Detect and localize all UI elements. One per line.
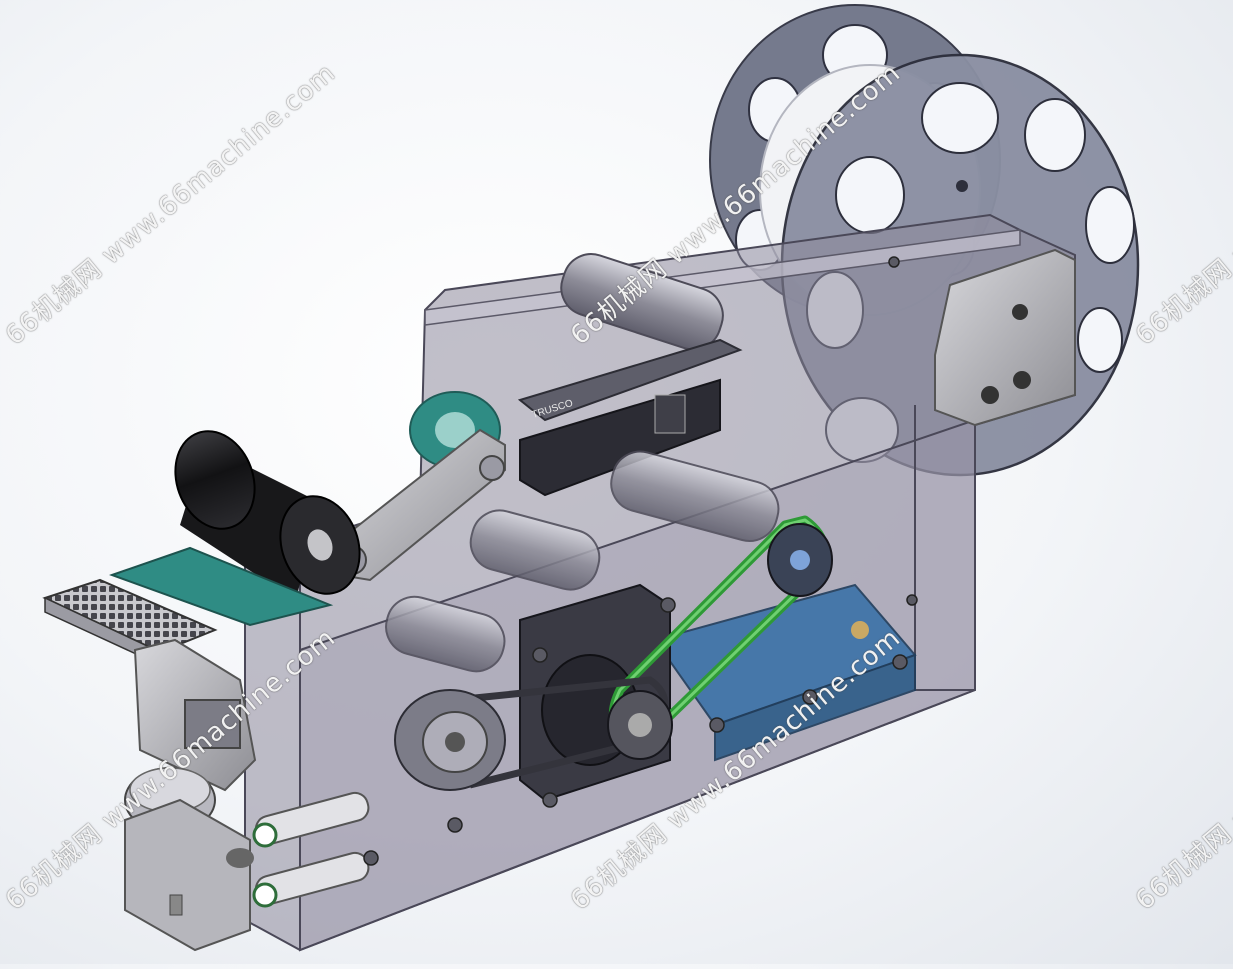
fastener-bolts: [363, 256, 918, 866]
rubber-roller-icon: [174, 430, 361, 600]
height-adjuster: [124, 638, 257, 833]
pulleys: [394, 523, 833, 791]
base-clamp: [124, 798, 254, 952]
label-peel-plate: [109, 546, 334, 627]
upper-roller: [560, 253, 724, 351]
mounting-block: [934, 248, 1076, 427]
inner-rollers: [385, 450, 780, 673]
air-cylinders: [252, 791, 370, 908]
perforated-plate-icon: [42, 578, 218, 667]
sensor-icon: TRUSCO: [517, 338, 743, 497]
